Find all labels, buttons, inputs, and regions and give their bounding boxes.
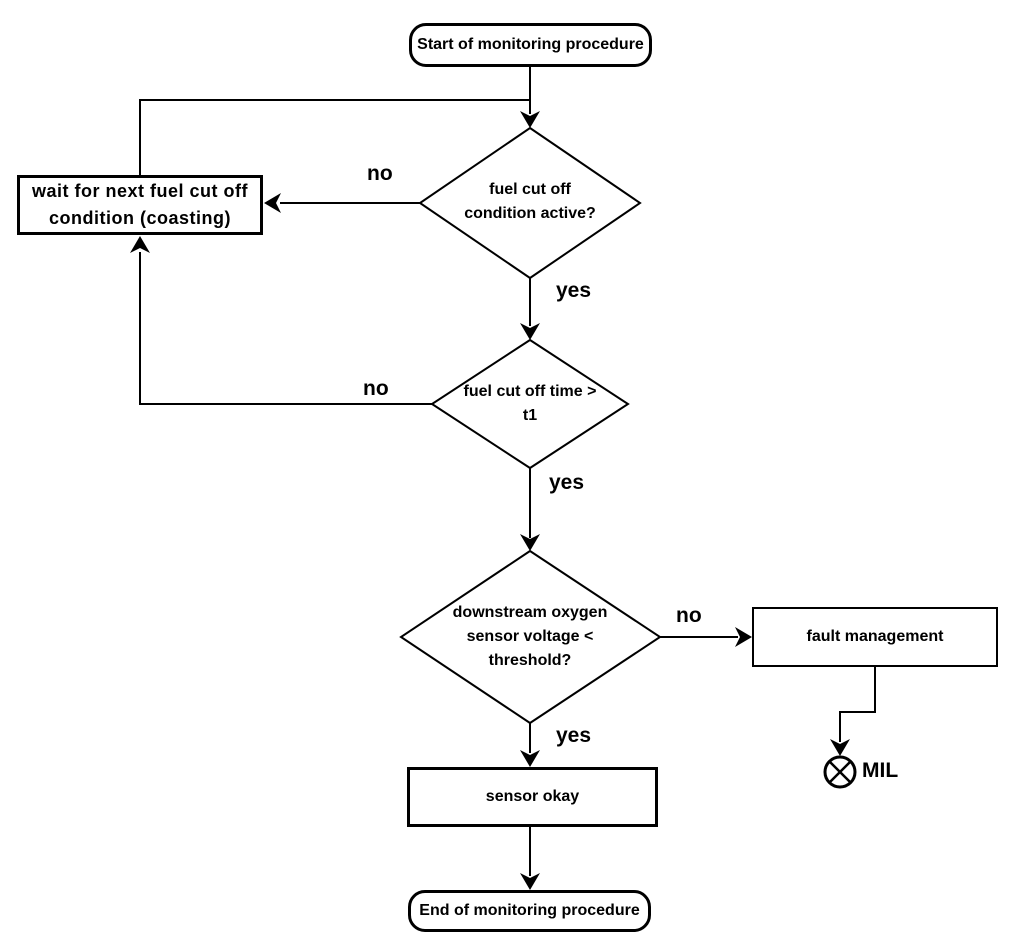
wait-box-line2: condition (coasting)	[49, 208, 231, 228]
edge-waitbox-loop-to-top	[139, 99, 530, 175]
fault-management-node: fault management	[752, 607, 998, 667]
edge-fault-to-mil	[839, 667, 876, 742]
sensor-okay-label: sensor okay	[485, 788, 580, 805]
arrowhead-into-decision2	[520, 323, 540, 340]
wait-box-line1: wait for next fuel cut off	[31, 181, 248, 201]
decision2-yes-label: yes	[549, 471, 585, 494]
decision2-no-label: no	[363, 377, 389, 400]
decision-sensor-voltage-shape	[399, 549, 662, 725]
decision3-yes-label: yes	[556, 724, 592, 747]
arrowhead-into-fault	[735, 627, 752, 647]
decision-fuel-cut-off-active-shape	[418, 126, 642, 280]
arrowhead-into-waitbox-right	[264, 193, 281, 213]
arrowhead-into-sensor	[520, 750, 540, 767]
start-node: Start of monitoring procedure	[409, 23, 652, 67]
arrowhead-into-end	[520, 873, 540, 890]
decision3-no-label: no	[676, 604, 702, 627]
arrowhead-into-waitbox-bottom	[130, 236, 150, 253]
end-node-label: End of monitoring procedure	[419, 902, 640, 919]
edge-decision2-no-to-waitbox	[139, 252, 432, 405]
decision1-yes-label: yes	[556, 279, 592, 302]
arrowhead-into-decision1	[520, 111, 540, 128]
sensor-okay-node: sensor okay	[407, 767, 658, 827]
end-node: End of monitoring procedure	[408, 890, 651, 932]
start-node-label: Start of monitoring procedure	[417, 36, 644, 53]
fault-management-label: fault management	[806, 628, 944, 645]
mil-label: MIL	[862, 759, 899, 782]
decision-fuel-cut-off-time-shape	[430, 338, 630, 470]
mil-lamp-icon	[823, 755, 857, 789]
arrowhead-into-decision3	[520, 534, 540, 551]
decision1-no-label: no	[367, 162, 393, 185]
wait-box-node: wait for next fuel cut off condition (co…	[17, 175, 263, 235]
arrowhead-into-mil	[830, 739, 850, 756]
